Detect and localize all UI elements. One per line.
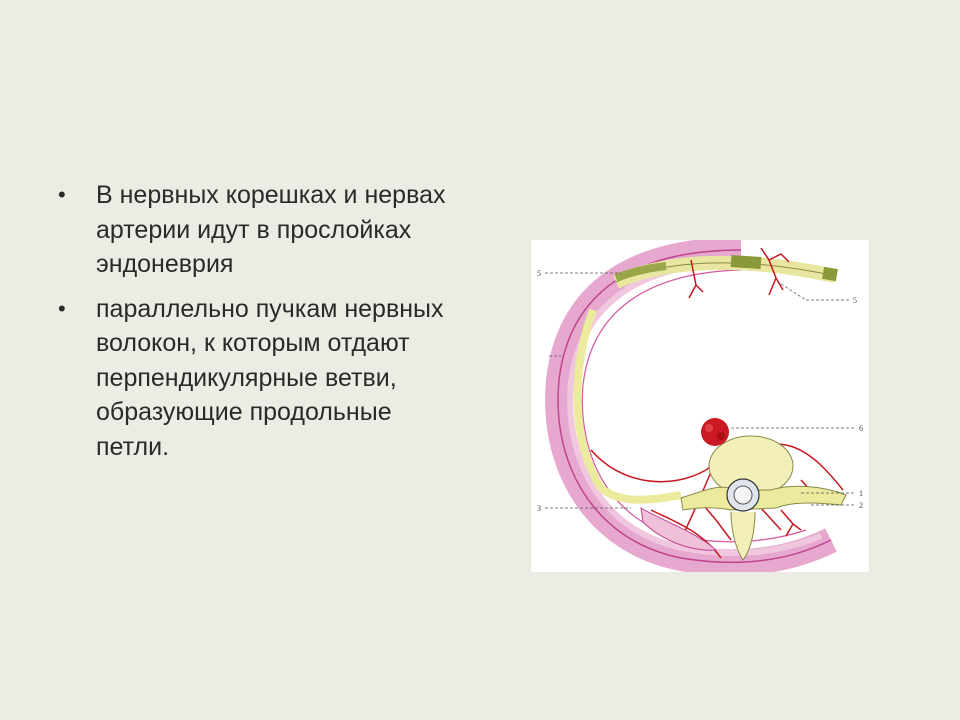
nerve-segment-left bbox=[614, 262, 667, 282]
anatomy-illustration: 5 5 6 1 2 3 bbox=[531, 240, 869, 572]
label-3: 3 bbox=[537, 504, 541, 513]
spinous-process bbox=[730, 511, 756, 561]
label-5-left: 5 bbox=[537, 269, 541, 278]
label-6: 6 bbox=[859, 424, 863, 433]
label-5-right: 5 bbox=[853, 296, 857, 305]
nerve-segment-dark-end bbox=[822, 266, 838, 282]
bullet-item-1: • В нервных корешках и нервах артерии ид… bbox=[58, 178, 458, 282]
vertebral-processes bbox=[680, 485, 847, 511]
leader-lines bbox=[545, 272, 856, 509]
bullet-text-2: параллельно пучкам нервных волокон, к ко… bbox=[96, 294, 444, 461]
back-muscles bbox=[640, 507, 718, 551]
label-1: 1 bbox=[859, 489, 863, 498]
bullet-text-1: В нервных корешках и нервах артерии идут… bbox=[96, 181, 446, 278]
bullet-dot-icon: • bbox=[58, 295, 66, 321]
sympathetic-ganglion bbox=[701, 418, 729, 446]
body-wall-outer bbox=[545, 240, 837, 572]
bullet-dot-icon: • bbox=[58, 182, 66, 207]
label-2: 2 bbox=[859, 501, 863, 510]
bullet-item-2: • параллельно пучкам нервных волокон, к … bbox=[58, 292, 458, 465]
intercostal-nerve-lateral bbox=[573, 308, 682, 504]
nerve-segment-dark bbox=[730, 254, 762, 270]
spinal-nerve-vessels-diagram: 5 5 6 1 2 3 bbox=[537, 240, 863, 572]
spinal-cord-inner bbox=[733, 485, 753, 505]
bullet-list: • В нервных корешках и нервах артерии ид… bbox=[58, 178, 458, 474]
